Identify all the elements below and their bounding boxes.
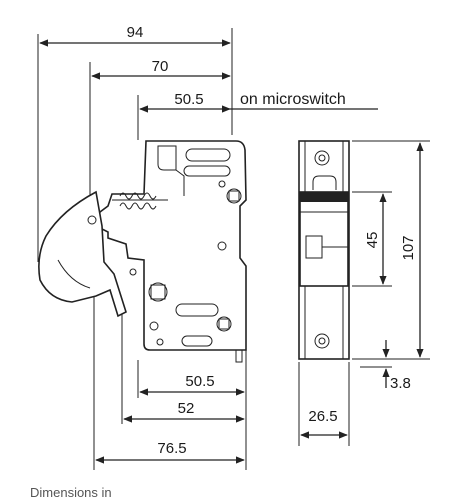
dim-label-45: 45 [364,232,381,249]
dim-label-76-5: 76.5 [157,440,186,457]
screw-terminal-bottom [216,316,232,332]
spring [112,192,168,210]
dim-label-52: 52 [178,400,195,417]
breaker-side-view [298,140,350,360]
dim-label-107: 107 [400,235,417,260]
screw-terminal-top [226,188,242,204]
dim-label-26-5: 26.5 [308,408,337,425]
caption-text: Dimensions in [30,485,112,500]
dim-label-3-8: 3.8 [390,375,411,392]
dim-label-94: 94 [127,24,144,41]
center-square-terminal [148,282,168,302]
breaker-front-view [95,140,247,363]
dim-label-50-5-bottom: 50.5 [185,373,214,390]
dim-label-50-5-top: 50.5 [174,91,203,108]
breaker-handle [38,190,127,318]
dim-label-70: 70 [152,58,169,75]
microswitch-label: on microswitch [240,91,346,108]
